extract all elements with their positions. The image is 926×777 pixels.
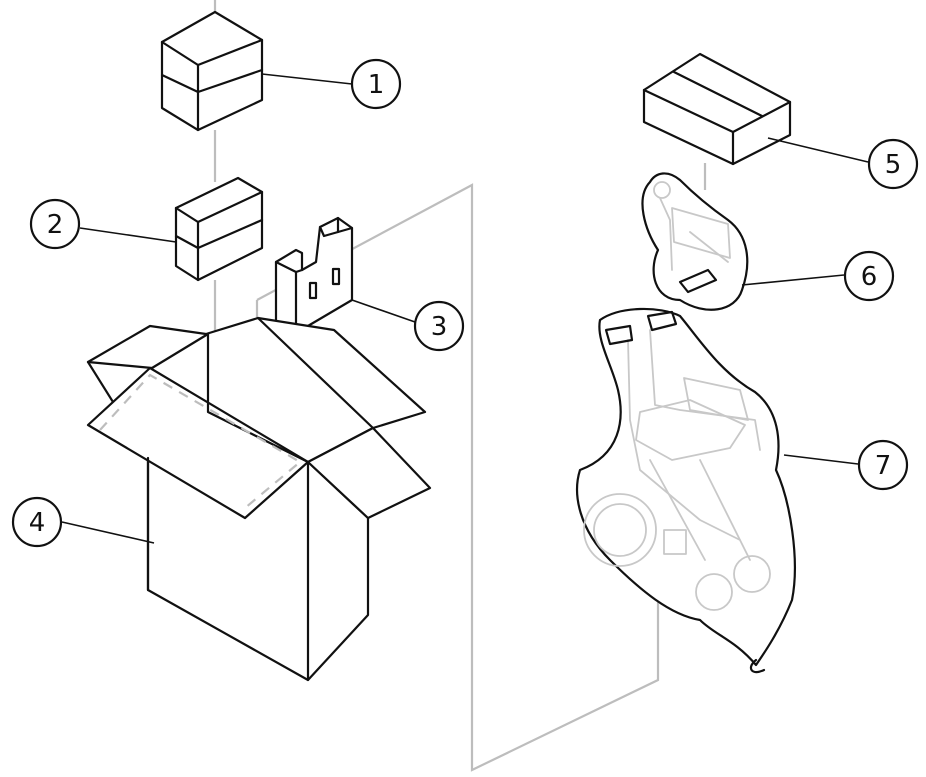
callout-7: 7 [859, 441, 907, 489]
part-4-carton [88, 318, 430, 680]
callout-4: 4 [13, 498, 61, 546]
part-5-flat-box [644, 54, 790, 164]
part-3-insert [276, 218, 352, 333]
callout-label-3: 3 [431, 312, 448, 342]
part-6-bag [642, 173, 747, 309]
callout-label-4: 4 [29, 508, 46, 538]
callout-label-2: 2 [47, 210, 64, 240]
part-2-box [176, 178, 262, 280]
callout-label-6: 6 [861, 262, 878, 292]
callout-label-1: 1 [368, 70, 385, 100]
callout-2: 2 [31, 200, 79, 248]
callout-1: 1 [352, 60, 400, 108]
callout-label-5: 5 [885, 150, 902, 180]
part-1-small-box [162, 12, 262, 130]
callout-label-7: 7 [875, 451, 892, 481]
callout-3: 3 [415, 302, 463, 350]
callout-5: 5 [869, 140, 917, 188]
callout-6: 6 [845, 252, 893, 300]
part-7-bag [577, 309, 795, 672]
